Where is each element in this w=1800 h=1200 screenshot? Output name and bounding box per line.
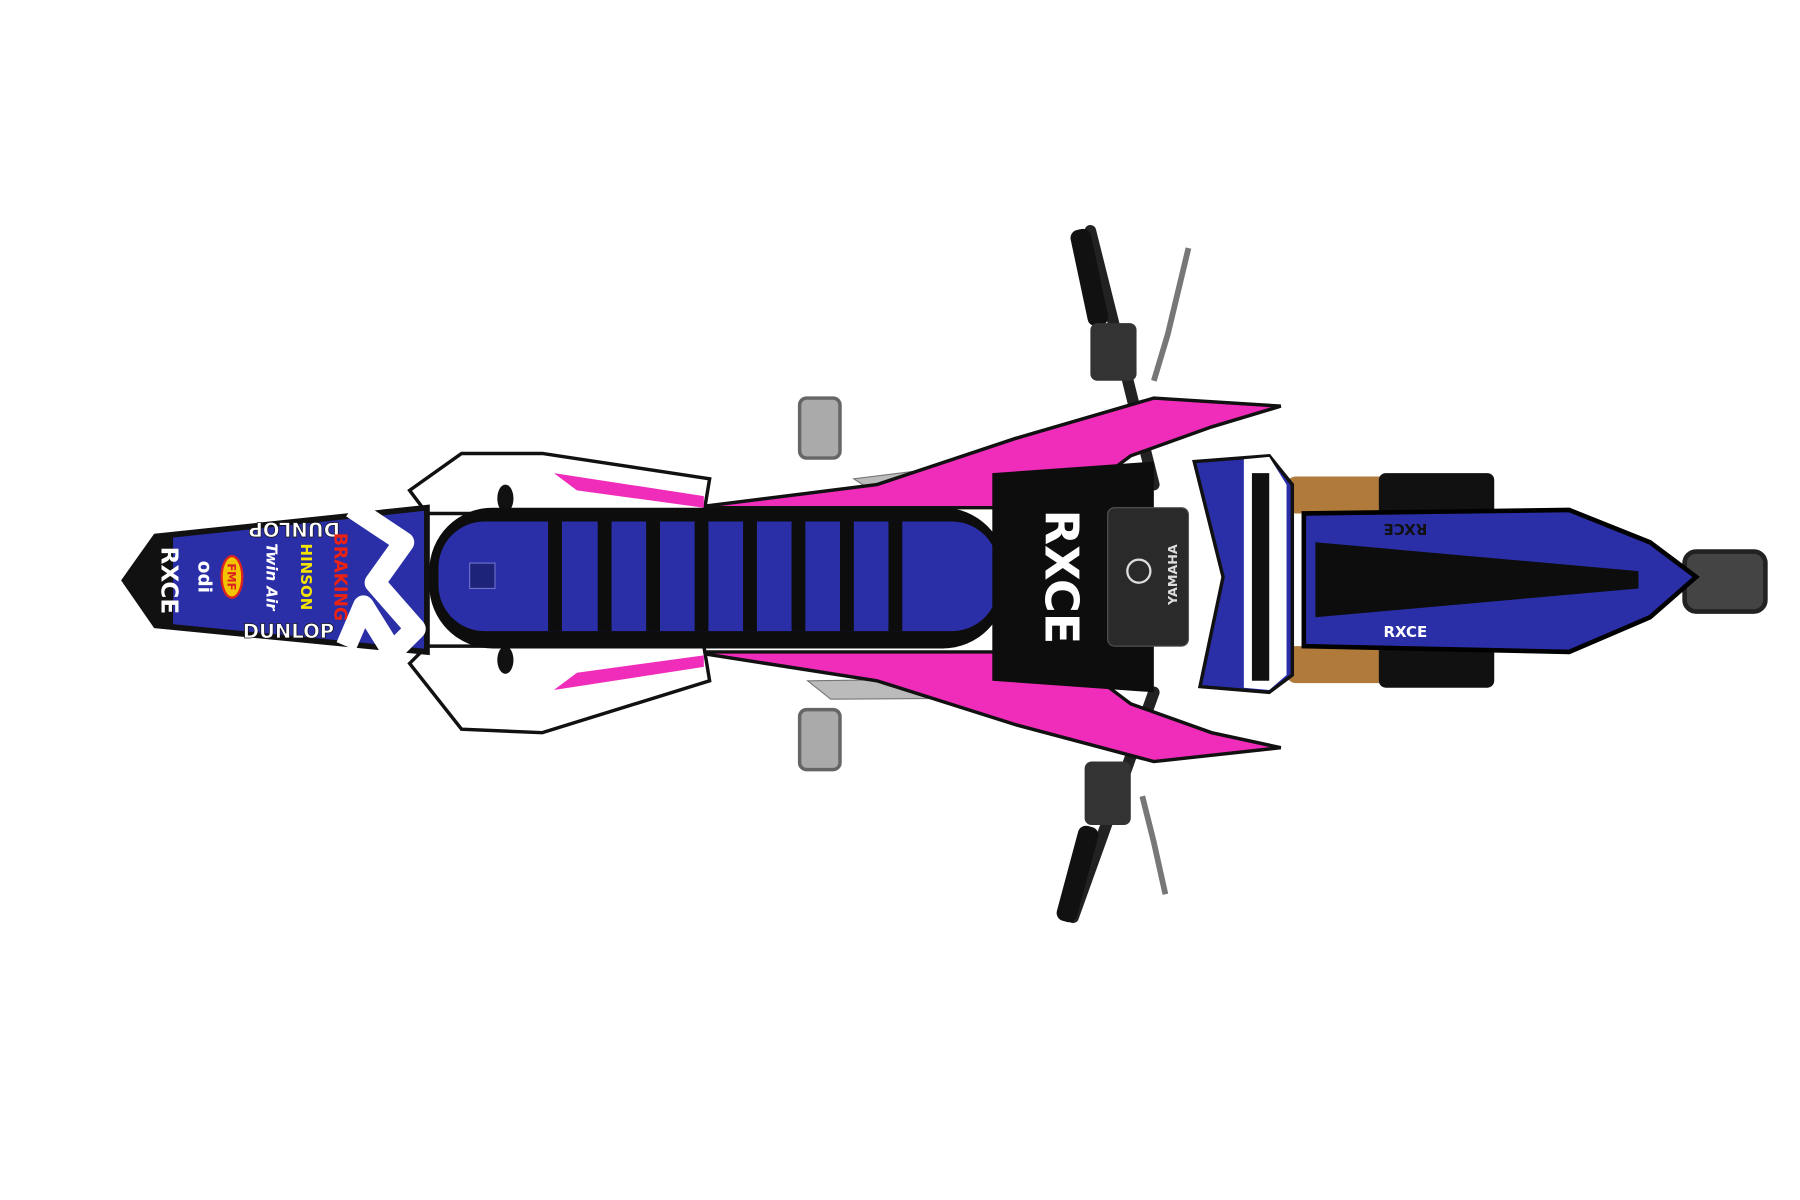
dunlop-logo-bottom: DUNLOP	[243, 620, 334, 643]
front-fender-logo-bottom: RXCE	[1383, 623, 1427, 641]
shroud-brand-logo: RXCE	[1034, 510, 1088, 645]
odi-logo: odi	[193, 561, 214, 593]
front-tire	[1682, 549, 1768, 614]
side-panel-top	[407, 451, 712, 516]
side-panel-bottom	[407, 644, 712, 735]
seat-badge	[469, 562, 496, 590]
hinson-logo: HINSON	[297, 544, 315, 611]
yamaha-logo: YAMAHA	[1165, 544, 1180, 606]
rear-fender-brand: RXCE	[156, 547, 182, 614]
seat-ribs	[548, 521, 903, 632]
fmf-logo-shape	[220, 555, 244, 599]
front-fender-logo-top: RXCE	[1383, 520, 1427, 538]
radiator-shroud-top	[692, 396, 1282, 510]
yamaha-emblem	[1126, 558, 1152, 584]
x-graphic	[336, 499, 426, 663]
twinair-logo: Twin Air	[263, 543, 281, 612]
fmf-logo: FMF	[224, 563, 238, 590]
dunlop-logo-top: DUNLOP	[249, 518, 340, 541]
braking-logo: BRAKING	[330, 533, 350, 621]
fork-tubes	[1286, 473, 1495, 688]
radiator-shroud-bottom	[692, 650, 1282, 764]
